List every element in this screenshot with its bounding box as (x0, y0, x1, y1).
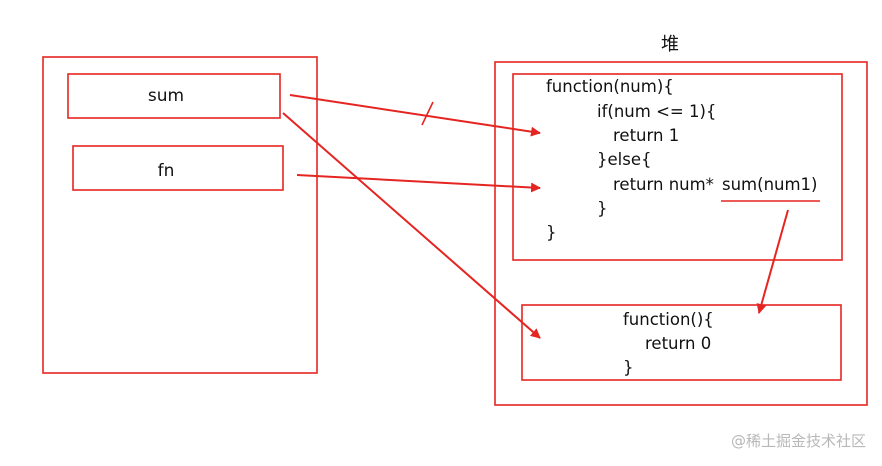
code2-line-1: function(){ (623, 310, 714, 329)
stack-var-fn: fn (158, 161, 175, 181)
code-call-sum: sum(num1) (722, 175, 818, 194)
heap-region (494, 61, 868, 406)
watermark: @稀土掘金技术社区 (731, 432, 866, 450)
arrow-fn-to-function (296, 174, 541, 193)
heap-title: 堆 (661, 34, 679, 55)
heap-function-zero (521, 304, 842, 381)
arrow-call-to-zero-function (756, 209, 789, 314)
stack-box-fn (72, 145, 284, 191)
arrow-sum-to-zero-function (282, 112, 541, 339)
arrow-cut-mark (421, 101, 434, 126)
heap-function-recursive (512, 73, 843, 261)
code-line-7: } (546, 223, 557, 242)
code-line-1: function(num){ (546, 77, 674, 96)
code2-line-3: } (623, 358, 634, 377)
code-line-3: return 1 (613, 126, 679, 145)
arrow-sum-to-function (289, 94, 541, 137)
stack-region (42, 56, 318, 374)
code-line-6: } (597, 199, 608, 218)
code-line-4: }else{ (597, 150, 651, 169)
code-line-5: return num* (613, 175, 714, 194)
code-line-2: if(num <= 1){ (597, 102, 716, 121)
stack-var-sum: sum (148, 86, 184, 106)
stack-box-sum (67, 73, 281, 119)
code2-line-2: return 0 (645, 334, 711, 353)
